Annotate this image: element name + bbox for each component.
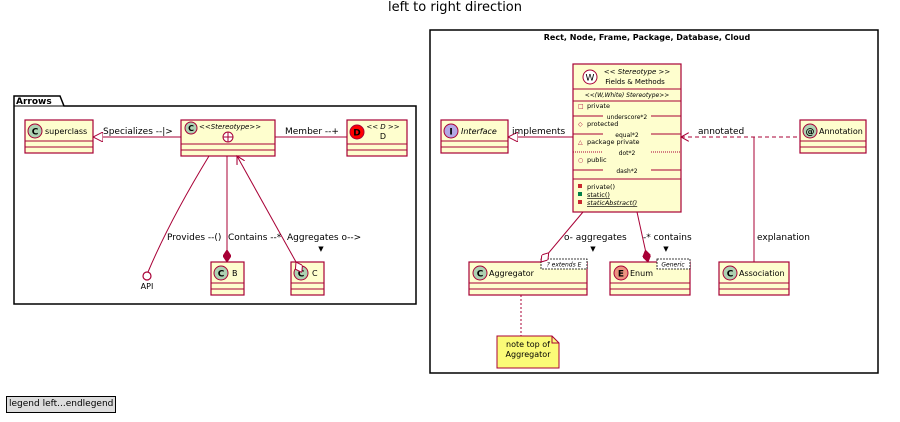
class-stereotype-label: << Stereotype >> bbox=[604, 68, 671, 76]
link-explanation: explanation bbox=[757, 233, 810, 243]
class-circle-icon bbox=[27, 123, 43, 139]
link-provides: Provides --() bbox=[167, 233, 221, 243]
class-circle-icon bbox=[184, 121, 198, 135]
method-label: private() bbox=[587, 183, 615, 191]
method-label: staticAbstract() bbox=[587, 199, 637, 207]
generic-label: ? extends E bbox=[547, 262, 582, 269]
field-separator-label: underscore*2 bbox=[607, 114, 648, 121]
class-enum[interactable]: E Enum Generic bbox=[609, 258, 691, 296]
visibility-icon: ◇ bbox=[578, 121, 583, 128]
package-title: Arrows bbox=[16, 97, 52, 107]
class-b[interactable]: C B bbox=[210, 261, 245, 296]
class-letter: C bbox=[727, 270, 734, 280]
class-interface[interactable]: I Interface bbox=[440, 119, 509, 154]
method-visibility-icon bbox=[578, 200, 582, 204]
class-banner: <<(W,White) Stereotype>> bbox=[585, 92, 670, 99]
class-name: Fields & Methods bbox=[605, 78, 665, 86]
class-letter: C bbox=[477, 270, 484, 280]
fields-compartment: □private underscore*2 ◇ protected equal*2 △ pa… bbox=[573, 102, 681, 175]
class-letter: W bbox=[586, 74, 595, 84]
class-letter: E bbox=[618, 270, 624, 280]
generic-label: Generic bbox=[661, 262, 685, 269]
class-name: superclass bbox=[45, 127, 87, 136]
class-name: C bbox=[312, 269, 318, 278]
interface-circle-icon bbox=[443, 123, 459, 139]
class-name: Annotation bbox=[819, 127, 863, 136]
class-c[interactable]: C C bbox=[290, 261, 325, 296]
class-name: Enum bbox=[630, 269, 653, 278]
field-label: public bbox=[587, 156, 607, 164]
package-arrows: Arrows bbox=[13, 95, 417, 305]
class-aggregator[interactable]: C Aggregator ? extends E bbox=[468, 258, 588, 296]
link-contains: -* contains bbox=[643, 233, 692, 243]
class-circle-icon bbox=[722, 265, 738, 281]
link-implements: implements bbox=[512, 127, 566, 137]
field-separator-label: dot*2 bbox=[619, 150, 636, 157]
link-aggregates: o- aggregates bbox=[564, 233, 627, 243]
link-member: Member --+ bbox=[285, 127, 339, 137]
generic-box bbox=[540, 258, 588, 270]
method-visibility-icon bbox=[578, 184, 582, 188]
class-letter: C bbox=[218, 270, 225, 280]
class-annotation[interactable]: @ Annotation bbox=[799, 119, 867, 154]
class-name: Association bbox=[739, 269, 785, 278]
class-circle-icon bbox=[582, 69, 598, 85]
class-circle-icon bbox=[472, 265, 488, 281]
class-name: B bbox=[232, 269, 238, 278]
class-letter: I bbox=[449, 128, 452, 138]
annotation-circle-icon bbox=[802, 123, 818, 139]
link-contains-arrow: ▼ bbox=[663, 245, 669, 253]
class-name: Interface bbox=[461, 127, 497, 136]
methods-compartment: private()static()staticAbstract() bbox=[578, 183, 637, 207]
method-visibility-icon bbox=[578, 192, 582, 196]
link-aggregates-arrow: ▼ bbox=[318, 245, 324, 253]
class-fields-methods[interactable]: W << Stereotype >> Fields & Methods <<(W… bbox=[572, 63, 682, 213]
class-superclass[interactable]: C superclass bbox=[24, 119, 94, 154]
diagram-title: left to right direction bbox=[388, 0, 522, 15]
visibility-icon: ○ bbox=[578, 157, 583, 164]
class-stereotype-label: <<Stereotype>> bbox=[199, 123, 261, 131]
legend-box: legend left...endlegend bbox=[6, 396, 117, 413]
class-name: D bbox=[380, 132, 386, 141]
class-name: Aggregator bbox=[489, 269, 535, 278]
package-title: Rect, Node, Frame, Package, Database, Cl… bbox=[544, 33, 751, 42]
link-aggregates: Aggregates o--> bbox=[287, 233, 361, 243]
link-aggregates-arrow: ▼ bbox=[590, 245, 596, 253]
class-letter: C bbox=[298, 270, 305, 280]
class-letter: C bbox=[188, 124, 194, 133]
visibility-icon: △ bbox=[578, 139, 583, 146]
link-contains: Contains --* bbox=[228, 233, 282, 243]
field-label: protected bbox=[587, 120, 618, 128]
class-circle-icon bbox=[349, 124, 365, 140]
class-letter: D bbox=[353, 129, 360, 139]
api-label: API bbox=[141, 282, 154, 291]
class-circle-icon bbox=[213, 265, 229, 281]
arrows-links bbox=[93, 137, 347, 272]
class-stereotype[interactable]: C <<Stereotype>> bbox=[180, 119, 276, 157]
link-specializes: Specializes --|> bbox=[103, 127, 173, 137]
class-stereotype-label: << D >> bbox=[366, 123, 399, 131]
method-label: static() bbox=[587, 191, 610, 199]
visibility-icon: □ bbox=[578, 103, 584, 110]
class-letter: @ bbox=[806, 128, 815, 138]
field-separator-label: equal*2 bbox=[615, 132, 639, 139]
link-annotated: annotated bbox=[698, 127, 744, 137]
field-label: private bbox=[587, 102, 610, 110]
rect-links bbox=[508, 137, 800, 262]
field-separator-label: dash*2 bbox=[616, 168, 637, 175]
class-d[interactable]: D << D >> D bbox=[346, 119, 408, 157]
enum-circle-icon bbox=[613, 265, 629, 281]
class-association[interactable]: C Association bbox=[718, 261, 790, 296]
class-letter: C bbox=[32, 128, 39, 138]
nested-plus-icon bbox=[222, 131, 234, 143]
api-interface-icon bbox=[142, 271, 152, 281]
field-label: package private bbox=[587, 138, 640, 146]
generic-box bbox=[656, 258, 691, 270]
